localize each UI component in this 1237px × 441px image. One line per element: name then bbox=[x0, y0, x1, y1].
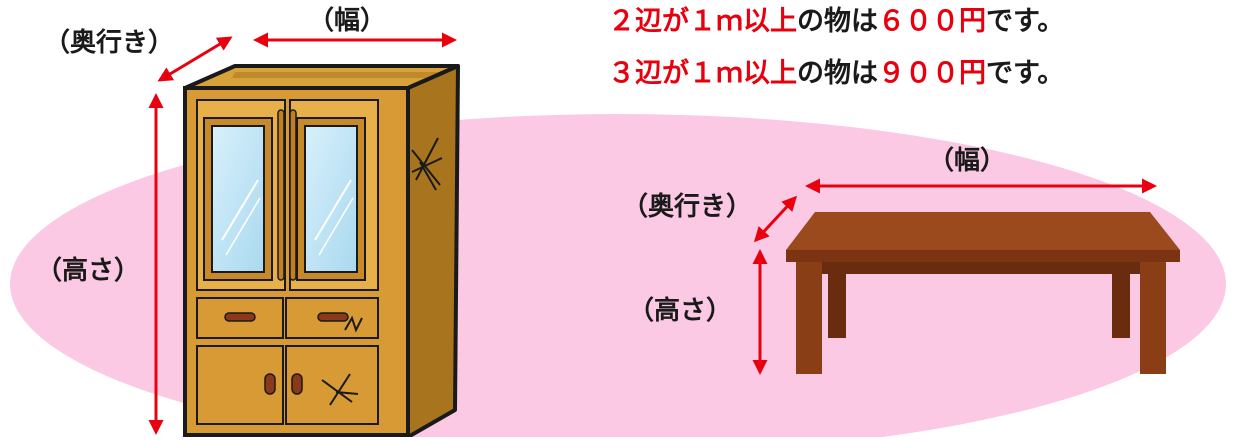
cabinet-height-label: （高さ） bbox=[36, 256, 141, 286]
price-amount: ６００円 bbox=[878, 6, 986, 37]
table-illustration bbox=[786, 212, 1180, 374]
table-height-label: （高さ） bbox=[628, 296, 733, 326]
price-line-two-sides: ２辺が１ｍ以上の物は６００円です。 bbox=[608, 8, 1064, 35]
price-suffix: です。 bbox=[986, 6, 1065, 37]
price-suffix: です。 bbox=[986, 58, 1065, 89]
cabinet-depth-label: （奥行き） bbox=[44, 28, 175, 58]
price-condition: ３辺が１ｍ以上 bbox=[608, 58, 797, 89]
table-width-label: （幅） bbox=[928, 146, 1007, 176]
price-connector: の物は bbox=[797, 6, 878, 37]
table-depth-label: （奥行き） bbox=[622, 192, 753, 222]
cabinet-depth-arrow bbox=[157, 36, 233, 82]
cabinet-illustration bbox=[183, 64, 460, 439]
price-amount: ９００円 bbox=[878, 58, 986, 89]
price-condition: ２辺が１ｍ以上 bbox=[608, 6, 797, 37]
cabinet-width-label: （幅） bbox=[308, 6, 387, 36]
price-line-three-sides: ３辺が１ｍ以上の物は９００円です。 bbox=[608, 60, 1064, 87]
table-depth-arrow bbox=[753, 195, 798, 243]
price-connector: の物は bbox=[797, 58, 878, 89]
